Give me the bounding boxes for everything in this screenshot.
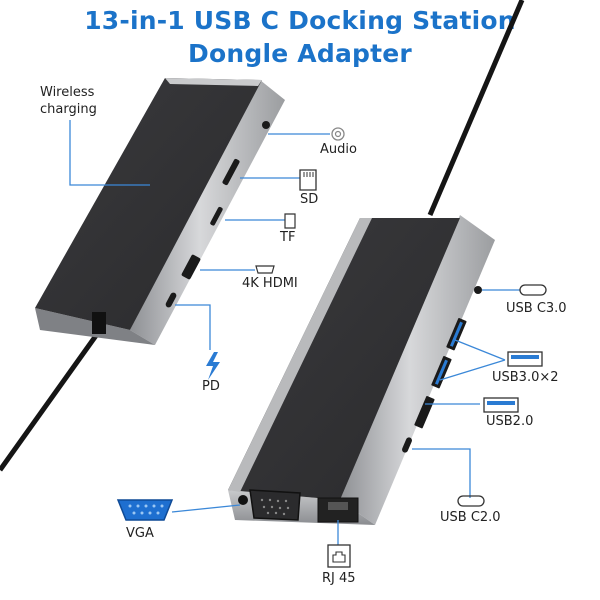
rj45-icon [327, 544, 351, 568]
tf-slot [210, 206, 223, 226]
usb-c2-icon [457, 495, 485, 507]
hdmi-icon [255, 265, 275, 274]
usb-c3-port [474, 286, 482, 294]
usb-c2-port [402, 437, 412, 453]
audio-jack-port [262, 121, 270, 129]
left-hub [35, 78, 285, 345]
label-vga: VGA [126, 526, 154, 541]
lightning-pd-icon [206, 352, 220, 380]
label-sd: SD [300, 192, 319, 207]
sd-slot [222, 158, 240, 186]
label-pd: PD [202, 379, 220, 394]
callout-lines [69, 120, 520, 545]
label-tf: TF [280, 230, 296, 245]
vga-port [249, 489, 301, 521]
usb3-icon [507, 351, 543, 367]
usb2-icon [483, 397, 519, 413]
hdmi-port [181, 254, 201, 280]
right-hub [228, 215, 495, 525]
wireless-charging-pad [35, 78, 262, 330]
product-title-line-2: Dongle Adapter [188, 39, 412, 68]
vga-icon [116, 499, 174, 521]
label-usb-c3: USB C3.0 [506, 301, 567, 316]
pd-port [165, 292, 177, 308]
cable-left-hub [0, 328, 103, 472]
label-wireless-charging: Wireless charging [40, 85, 97, 117]
label-4k-hdmi: 4K HDMI [242, 276, 298, 291]
product-title-line-1: 13-in-1 USB C Docking Station [84, 6, 516, 35]
front-audio-jack [238, 495, 248, 505]
tf-card-icon [284, 213, 296, 229]
usb-c-icon [519, 284, 547, 296]
label-usb-c2: USB C2.0 [440, 510, 501, 525]
label-usb3-x2: USB3.0×2 [492, 370, 559, 385]
sd-card-icon [299, 169, 317, 191]
label-audio: Audio [320, 142, 357, 157]
audio-icon [331, 127, 345, 141]
label-usb2: USB2.0 [486, 414, 534, 429]
cable-right-hub [427, 0, 525, 216]
label-rj45: RJ 45 [322, 571, 356, 586]
